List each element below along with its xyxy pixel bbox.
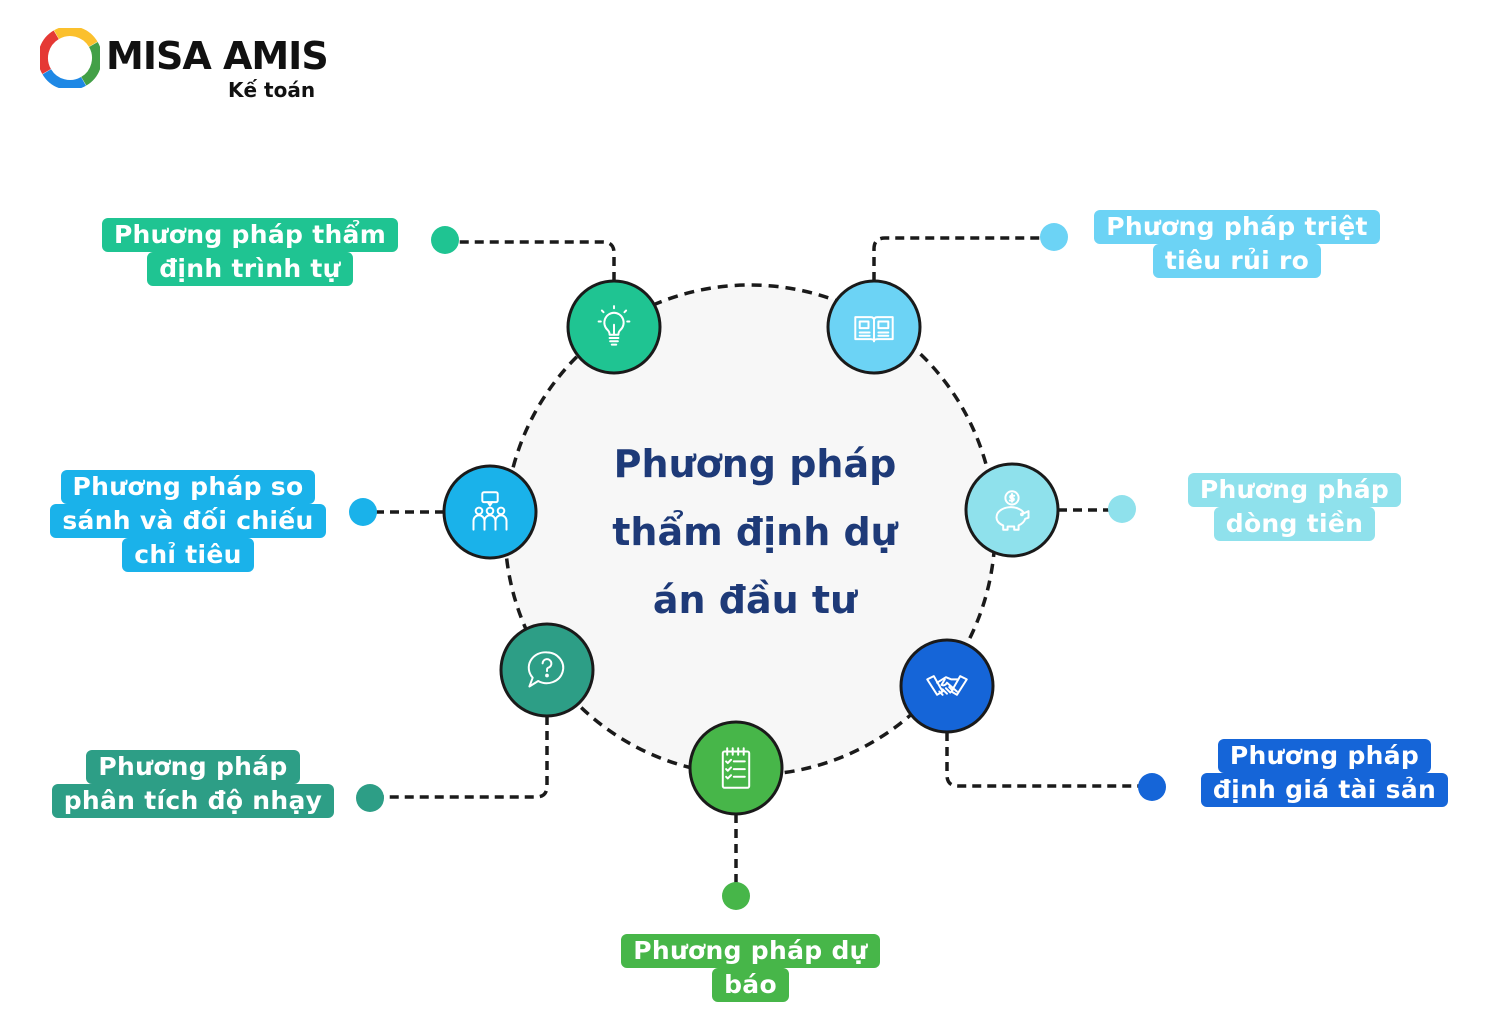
connector-line: [945, 732, 1152, 788]
method-node: [499, 622, 595, 718]
misa-logo-icon: [40, 28, 100, 88]
node-circle: [964, 462, 1060, 558]
connector-dot: [349, 498, 377, 526]
connector-line: [872, 236, 1054, 281]
center-title-line: thẩm định dự: [612, 510, 898, 554]
method-node: [826, 279, 922, 375]
node-circle: [442, 464, 538, 560]
method-node: [899, 638, 995, 734]
connector-dot: [722, 882, 750, 910]
connector-dot: [1040, 223, 1068, 251]
node-circle: [899, 638, 995, 734]
center-title-line: Phương pháp: [613, 442, 897, 486]
brand-name: MISA AMIS: [106, 34, 329, 78]
connector-dot: [1108, 495, 1136, 523]
connector-dot: [1138, 773, 1166, 801]
node-circle: [688, 720, 784, 816]
brand-subtitle: Kế toán: [228, 78, 316, 102]
connector-line: [370, 716, 549, 799]
method-node: [964, 462, 1060, 558]
connector-line: [445, 240, 616, 281]
node-group: [442, 279, 1060, 816]
method-node: [688, 720, 784, 816]
method-node: [442, 464, 538, 560]
connector-dot: [356, 784, 384, 812]
method-node: [566, 279, 662, 375]
connector-group: [349, 223, 1166, 910]
center-title-line: án đầu tư: [652, 578, 858, 622]
brand-logo: MISA AMIS Kế toán: [40, 28, 340, 108]
connector-dot: [431, 226, 459, 254]
center-title: Phương pháp thẩm định dự án đầu tư: [590, 430, 920, 634]
